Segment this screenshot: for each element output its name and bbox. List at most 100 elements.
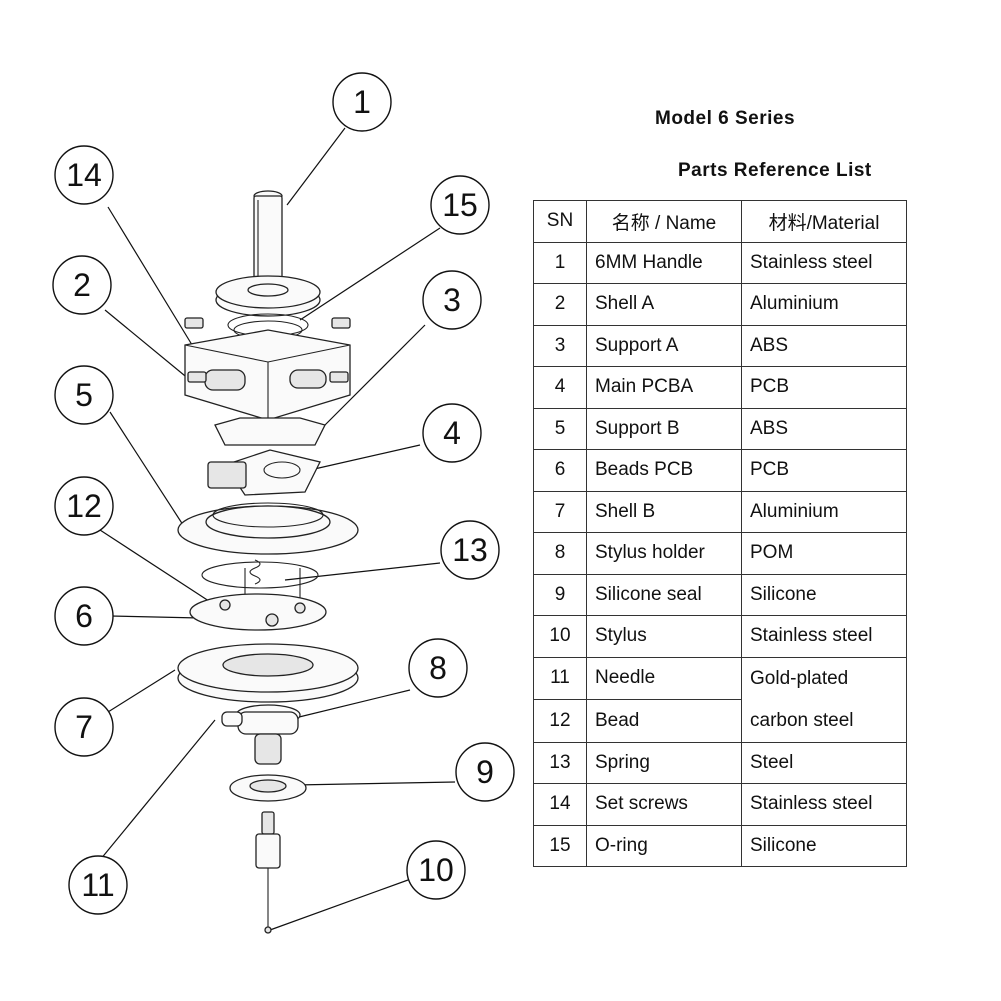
cell-sn: 5: [533, 407, 587, 450]
cell-name: Main PCBA: [586, 366, 742, 409]
cell-sn: 12: [533, 699, 587, 743]
part-stylus-holder: [221, 704, 301, 765]
diagram-title: Model 6 Series: [655, 108, 796, 129]
cell-sn: 6: [533, 449, 587, 492]
table-row: 13 Spring Steel: [533, 741, 907, 784]
parts-list-subtitle: Parts Reference List: [678, 160, 872, 181]
cell-material: ABS: [741, 324, 907, 367]
cell-material: POM: [741, 532, 907, 575]
cell-sn: 10: [533, 615, 587, 658]
cell-sn: 11: [533, 656, 587, 700]
table-row: 5 Support B ABS: [533, 407, 907, 450]
leader-lines: [99, 127, 456, 931]
table-row: 11 Needle Gold-plated carbon steel: [533, 656, 907, 743]
header-material: 材料/Material: [741, 200, 907, 243]
callout-2: 2: [52, 255, 112, 315]
cell-material: PCB: [741, 449, 907, 492]
callout-8: 8: [408, 638, 468, 698]
table-row: 1 6MM Handle Stainless steel: [533, 241, 907, 284]
part-support-a: [214, 417, 326, 446]
table-row: 7 Shell B Aluminium: [533, 490, 907, 533]
callout-12: 12: [54, 476, 114, 536]
table-row: 4 Main PCBA PCB: [533, 366, 907, 409]
cell-name: Beads PCB: [586, 449, 742, 492]
table-row: 15 O-ring Silicone: [533, 824, 907, 867]
cell-name: Stylus: [586, 615, 742, 658]
callout-label: 6: [75, 598, 93, 634]
part-set-screws: [184, 317, 351, 383]
callout-7: 7: [54, 697, 114, 757]
part-handle: [253, 190, 283, 289]
cell-material: Aluminium: [741, 283, 907, 326]
cell-name: Spring: [586, 741, 742, 784]
callout-15: 15: [430, 175, 490, 235]
callout-label: 13: [452, 532, 488, 568]
cell-sn: 13: [533, 741, 587, 784]
callout-10: 10: [406, 840, 466, 900]
part-shell-a: [184, 329, 351, 421]
cell-name: O-ring: [586, 824, 742, 867]
callout-label: 14: [66, 157, 102, 193]
part-silicone-seal: [229, 774, 307, 802]
callout-label: 3: [443, 282, 461, 318]
cell-sn: 14: [533, 783, 587, 826]
cell-material: Stainless steel: [741, 615, 907, 658]
cell-material: Gold-plated carbon steel: [741, 656, 907, 743]
cell-sn: 2: [533, 283, 587, 326]
parts-reference-table: SN 名称 / Name 材料/Material 1 6MM Handle St…: [533, 200, 907, 867]
cell-material: PCB: [741, 366, 907, 409]
callout-label: 2: [73, 267, 91, 303]
cell-sn: 3: [533, 324, 587, 367]
callout-label: 9: [476, 754, 494, 790]
part-beads-pcb: [189, 593, 327, 631]
header-name: 名称 / Name: [586, 200, 742, 243]
table-row: 14 Set screws Stainless steel: [533, 783, 907, 826]
cell-name: Shell A: [586, 283, 742, 326]
cell-name: 6MM Handle: [586, 241, 742, 284]
part-shell-b: [177, 643, 359, 703]
table-row: 10 Stylus Stainless steel: [533, 615, 907, 658]
header-sn: SN: [533, 200, 587, 243]
callout-5: 5: [54, 365, 114, 425]
cell-name: Set screws: [586, 783, 742, 826]
callout-1: 1: [332, 72, 392, 132]
callout-label: 5: [75, 377, 93, 413]
callout-label: 10: [418, 852, 454, 888]
table-header-row: SN 名称 / Name 材料/Material: [533, 200, 907, 243]
callout-6: 6: [54, 586, 114, 646]
table-row: 9 Silicone seal Silicone: [533, 573, 907, 616]
table-row: 3 Support A ABS: [533, 324, 907, 367]
part-stylus: [255, 811, 281, 934]
cell-name: Support B: [586, 407, 742, 450]
cell-sn: 7: [533, 490, 587, 533]
table-row: 2 Shell A Aluminium: [533, 283, 907, 326]
cell-sn: 4: [533, 366, 587, 409]
cell-material: Steel: [741, 741, 907, 784]
cell-name: Bead: [586, 699, 742, 743]
cell-sn: 9: [533, 573, 587, 616]
cell-name: Shell B: [586, 490, 742, 533]
cell-name: Stylus holder: [586, 532, 742, 575]
callout-13: 13: [440, 520, 500, 580]
cell-material: ABS: [741, 407, 907, 450]
part-support-b: [177, 502, 359, 555]
callout-label: 4: [443, 415, 461, 451]
part-top-cap: [215, 275, 321, 317]
table-row: 12 Bead: [533, 699, 907, 743]
callout-label: 15: [442, 187, 478, 223]
cell-material: Stainless steel: [741, 241, 907, 284]
cell-name: Support A: [586, 324, 742, 367]
callout-14: 14: [54, 145, 114, 205]
callout-9: 9: [455, 742, 515, 802]
cell-material: Aluminium: [741, 490, 907, 533]
cell-sn: 8: [533, 532, 587, 575]
part-main-pcba: [207, 449, 321, 496]
cell-material: Stainless steel: [741, 783, 907, 826]
callout-4: 4: [422, 403, 482, 463]
callout-label: 11: [81, 867, 114, 903]
cell-sn: 1: [533, 241, 587, 284]
table-row: 8 Stylus holder POM: [533, 532, 907, 575]
cell-material: Silicone: [741, 824, 907, 867]
callout-3: 3: [422, 270, 482, 330]
